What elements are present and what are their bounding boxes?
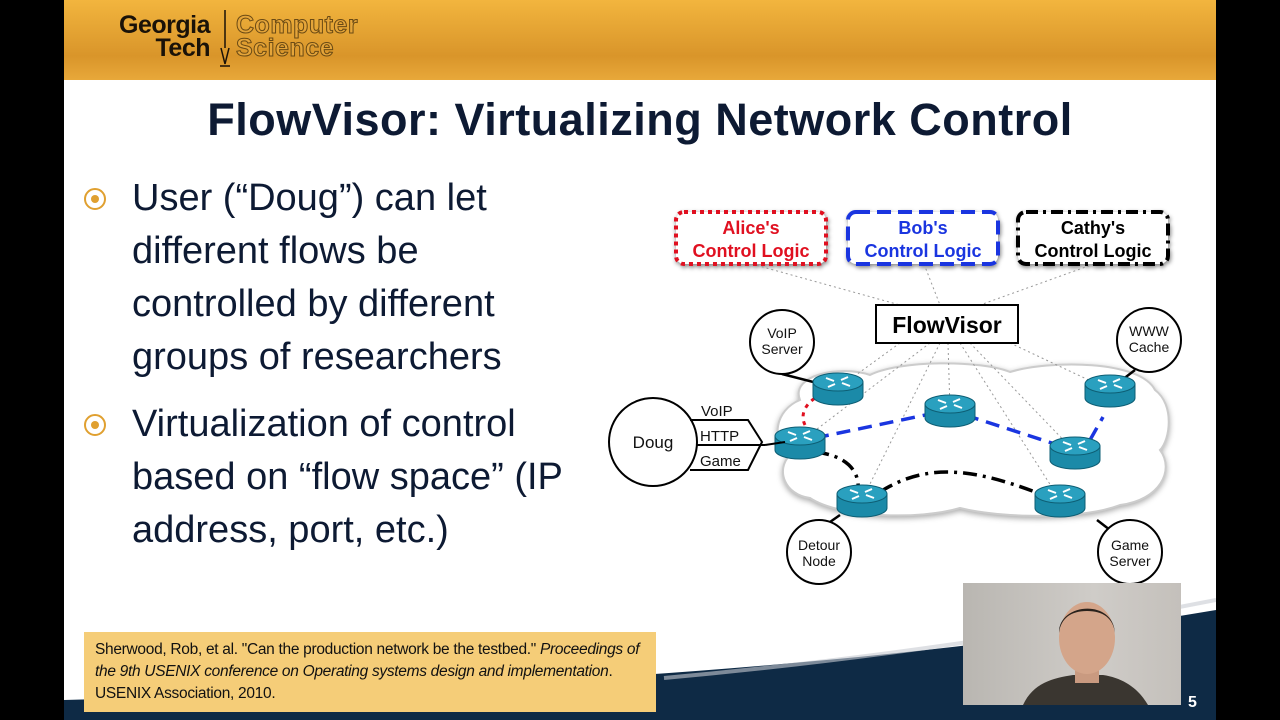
controller-subtitle: Control Logic bbox=[865, 241, 982, 261]
flowvisor-box bbox=[875, 304, 1019, 344]
www-cache-label: Cache bbox=[1129, 339, 1170, 355]
flowvisor-label: FlowVisor bbox=[892, 312, 1002, 338]
www-cache-node bbox=[1116, 307, 1182, 373]
alice-path bbox=[801, 396, 816, 426]
router-icon bbox=[1084, 374, 1136, 408]
controller-box: Bob's Control Logic bbox=[846, 210, 1000, 266]
controller-subtitle: Control Logic bbox=[693, 241, 810, 261]
citation-box: Sherwood, Rob, et al. "Can the productio… bbox=[84, 632, 656, 712]
bullet-icon bbox=[84, 188, 106, 210]
voip-server-label: VoIP bbox=[767, 325, 797, 341]
logo-line2: Tech bbox=[155, 34, 211, 62]
detour-node-label: Node bbox=[802, 553, 836, 569]
bullet-icon bbox=[84, 414, 106, 436]
controller-name: Cathy's bbox=[1061, 218, 1125, 238]
slide-title: FlowVisor: Virtualizing Network Control bbox=[207, 94, 1073, 145]
citation-publisher: . USENIX Association, 2010. bbox=[95, 663, 613, 702]
controller-subtitle: Control Logic bbox=[1035, 241, 1152, 261]
router-icon bbox=[812, 372, 864, 406]
bullet-text: User (“Doug”) can let different flows be… bbox=[132, 177, 502, 378]
presenter-video bbox=[1023, 602, 1148, 705]
flow-http-label: HTTP bbox=[700, 428, 739, 445]
controller-box: Cathy's Control Logic bbox=[1016, 210, 1170, 266]
bullet-text: Virtualization of control based on “flow… bbox=[132, 403, 563, 551]
detour-node bbox=[786, 519, 852, 585]
controller-name: Alice's bbox=[722, 218, 779, 238]
router-icon bbox=[1049, 436, 1101, 470]
dept-line1: Computer bbox=[235, 11, 359, 39]
controller-name: Bob's bbox=[898, 218, 947, 238]
doug-label: Doug bbox=[633, 433, 674, 452]
bob-path bbox=[814, 411, 1105, 447]
www-cache-label: WWW bbox=[1129, 323, 1169, 339]
controller-box: Alice's Control Logic bbox=[674, 210, 828, 266]
router-icon bbox=[836, 484, 888, 518]
control-channels bbox=[751, 263, 1111, 501]
dept-line2: Science bbox=[235, 34, 335, 62]
voip-server-label: Server bbox=[761, 341, 803, 357]
webcam-overlay bbox=[963, 583, 1181, 705]
router-icon bbox=[924, 394, 976, 428]
detour-node-label: Detour bbox=[798, 537, 840, 553]
flow-voip-label: VoIP bbox=[701, 403, 733, 420]
page-number: 5 bbox=[1188, 694, 1197, 711]
flow-bundle bbox=[690, 419, 765, 471]
flow-game-label: Game bbox=[700, 453, 741, 470]
tech-tower-icon bbox=[220, 10, 230, 67]
router-icon bbox=[774, 426, 826, 460]
router-icon bbox=[1034, 484, 1086, 518]
game-server-label: Server bbox=[1109, 553, 1151, 569]
network-cloud bbox=[776, 362, 1170, 517]
logo-line1: Georgia bbox=[119, 11, 210, 39]
game-server-label: Game bbox=[1111, 537, 1149, 553]
citation-venue: Proceedings of the 9th USENIX conference… bbox=[95, 641, 640, 680]
network-diagram: Alice's Control Logic Bob's Control Logi… bbox=[608, 210, 1182, 585]
citation-authors: Sherwood, Rob, et al. "Can the productio… bbox=[95, 641, 536, 658]
voip-server-node bbox=[749, 309, 815, 375]
doug-node bbox=[608, 397, 698, 487]
